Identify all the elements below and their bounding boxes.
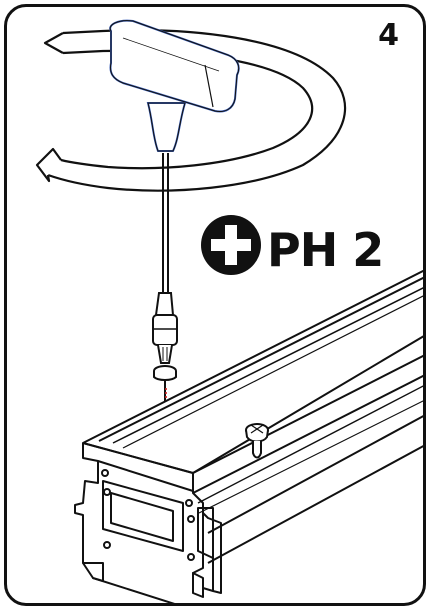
t-handle-screwdriver (109, 19, 240, 420)
screw-bit-label: PH 2 (267, 223, 384, 277)
assembly-illustration (35, 19, 423, 603)
step-number: 4 (378, 18, 399, 53)
aluminium-profile-rail (74, 269, 423, 603)
instruction-panel: 4 PH 2 (4, 4, 426, 606)
phillips-head-icon (201, 215, 261, 275)
screw-on-rail (245, 423, 269, 459)
